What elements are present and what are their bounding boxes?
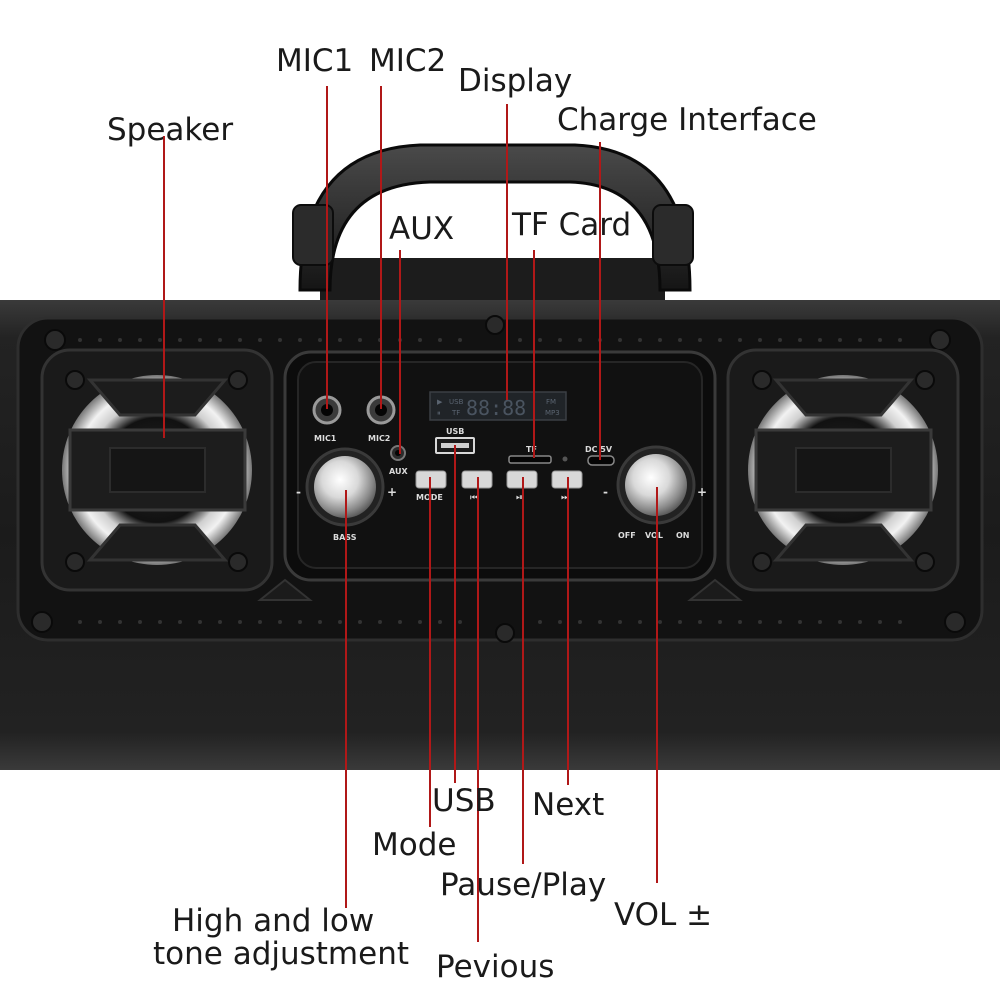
leader-vol: [656, 487, 658, 883]
label-tone-line2: tone adjustment: [153, 936, 410, 972]
lcd-usb-label: USB: [449, 398, 464, 406]
lcd-digits: 88:88: [466, 396, 526, 420]
next-icon: ⏭: [561, 493, 569, 503]
label-vol: VOL ±: [614, 897, 713, 933]
label-mic1: MIC1: [276, 43, 354, 79]
tf-card-slot[interactable]: [508, 455, 552, 464]
lcd-mp3-label: MP3: [545, 409, 560, 417]
usb-panel-label: USB: [446, 427, 464, 436]
lcd-fm-label: FM: [546, 398, 556, 406]
on-panel-label: ON: [676, 531, 690, 540]
lcd-display: ▶ ⏸ USB TF 88:88 FM MP3: [429, 391, 567, 421]
svg-text:⏸: ⏸: [437, 409, 441, 417]
tf-panel-label: TF: [526, 445, 537, 454]
pause-play-icon: ⏯: [516, 493, 523, 503]
bass-knob[interactable]: [305, 447, 385, 527]
leader-display: [506, 104, 508, 400]
label-tone-line1: High and low: [172, 903, 375, 939]
label-aux: AUX: [389, 211, 455, 247]
left-speaker-grille: [40, 348, 274, 592]
label-charge-interface: Charge Interface: [557, 102, 817, 138]
leader-next: [567, 477, 569, 785]
leader-pause-play: [522, 477, 524, 864]
leader-mic1: [326, 86, 328, 409]
previous-icon: ⏮: [470, 493, 478, 503]
leader-usb: [454, 445, 456, 783]
handle[interactable]: [292, 143, 694, 318]
label-previous: Pevious: [436, 949, 555, 985]
label-tf-card: TF Card: [512, 207, 632, 243]
volume-knob[interactable]: [616, 445, 696, 525]
label-pause-play: Pause/Play: [440, 867, 607, 903]
label-mic2: MIC2: [369, 43, 447, 79]
leader-mic2: [380, 86, 382, 409]
dc5v-port[interactable]: [587, 455, 615, 466]
bass-minus-label: -: [296, 485, 301, 499]
vol-minus-label: -: [603, 485, 608, 499]
mic1-jack[interactable]: [312, 395, 342, 425]
off-panel-label: OFF: [618, 531, 636, 540]
leader-previous: [477, 477, 479, 942]
leader-tf: [533, 250, 535, 458]
label-usb: USB: [432, 783, 496, 819]
label-mode: Mode: [372, 827, 457, 863]
svg-text:▶: ▶: [437, 398, 443, 406]
bass-plus-label: +: [387, 485, 397, 499]
mic2-panel-label: MIC2: [368, 434, 390, 443]
leader-charge: [599, 142, 601, 460]
lcd-tf-label: TF: [451, 409, 460, 417]
status-led: [562, 456, 568, 462]
label-next: Next: [532, 787, 605, 823]
dc5v-panel-label: DC 5V: [585, 445, 613, 454]
mic1-panel-label: MIC1: [314, 434, 337, 443]
leader-speaker: [163, 136, 165, 438]
label-display: Display: [458, 63, 573, 99]
aux-panel-label: AUX: [389, 467, 408, 476]
bass-panel-label: BASS: [333, 533, 357, 542]
mode-button[interactable]: [415, 470, 447, 489]
vol-panel-label: VOL: [645, 531, 663, 540]
leader-aux: [399, 250, 401, 454]
aux-jack[interactable]: [390, 445, 406, 461]
leader-mode: [429, 477, 431, 827]
vol-plus-label: +: [697, 485, 707, 499]
right-speaker-grille: [726, 348, 960, 592]
leader-tone: [345, 490, 347, 908]
label-speaker: Speaker: [107, 112, 234, 148]
